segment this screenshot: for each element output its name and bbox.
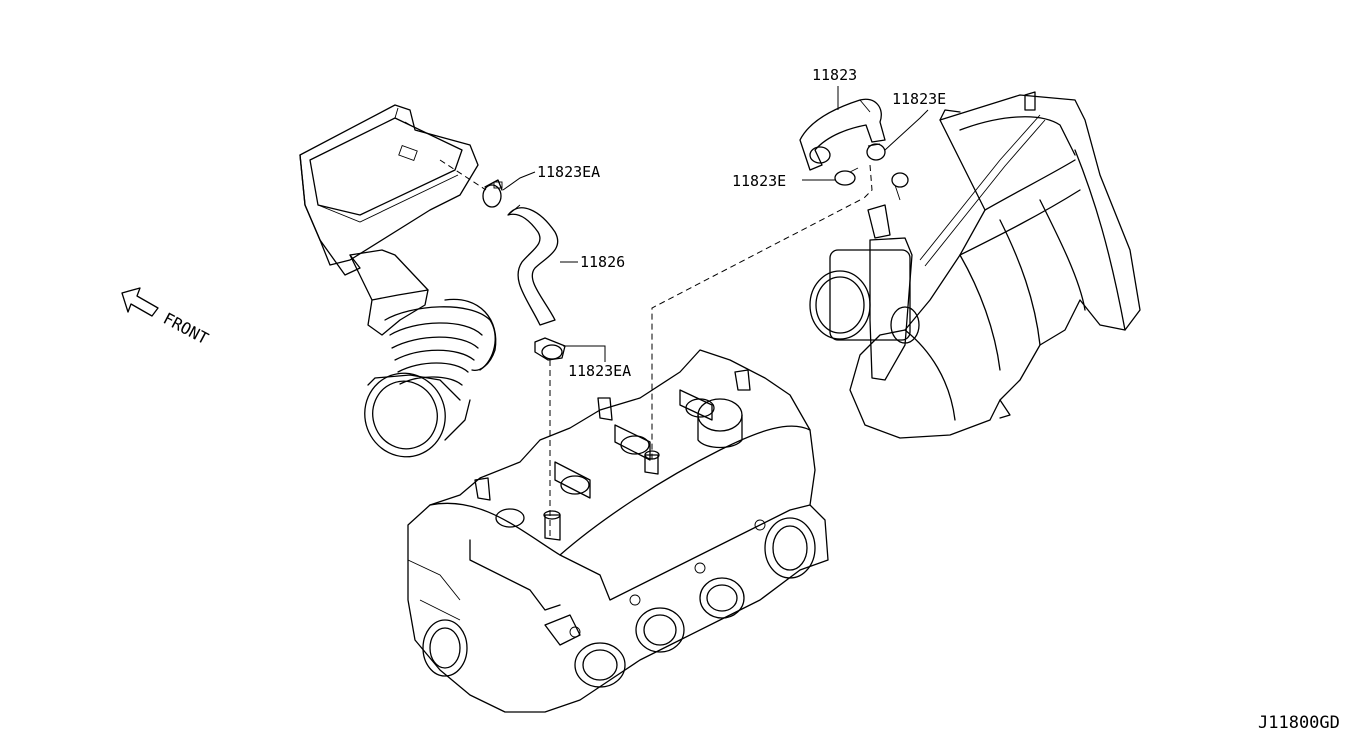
callout-11823EA-lower: 11823EA — [568, 362, 631, 380]
front-direction-arrow: FRONT — [121, 287, 212, 349]
callout-11823E-upper: 11823E — [892, 90, 946, 108]
leader-clamp-upper — [502, 171, 536, 191]
cylinder-head-assembly — [407, 349, 829, 713]
clamp-right-lower-part — [834, 167, 859, 186]
dash-line-aircleaner-clamp — [439, 159, 487, 191]
callout-11826: 11826 — [580, 253, 625, 271]
callout-11823: 11823 — [812, 66, 857, 84]
intake-manifold-assembly — [809, 91, 1141, 439]
front-label: FRONT — [160, 309, 212, 349]
air-cleaner-assembly — [299, 104, 497, 458]
dash-line-manifold-head — [651, 199, 861, 460]
leader-clamp-right-upper — [884, 109, 929, 151]
diagram-code: J11800GD — [1258, 713, 1340, 733]
callout-11823EA-upper: 11823EA — [537, 163, 600, 181]
clamp-right-upper-part — [866, 143, 886, 161]
clamp-lower-part — [534, 337, 566, 361]
clamp-upper-part — [482, 179, 503, 208]
dash-line-clamp-right — [861, 164, 873, 201]
hose-center-part — [507, 204, 559, 326]
hose-right-part — [799, 98, 886, 171]
leader-clamp-lower — [563, 345, 606, 362]
callout-11823E-lower: 11823E — [732, 172, 786, 190]
